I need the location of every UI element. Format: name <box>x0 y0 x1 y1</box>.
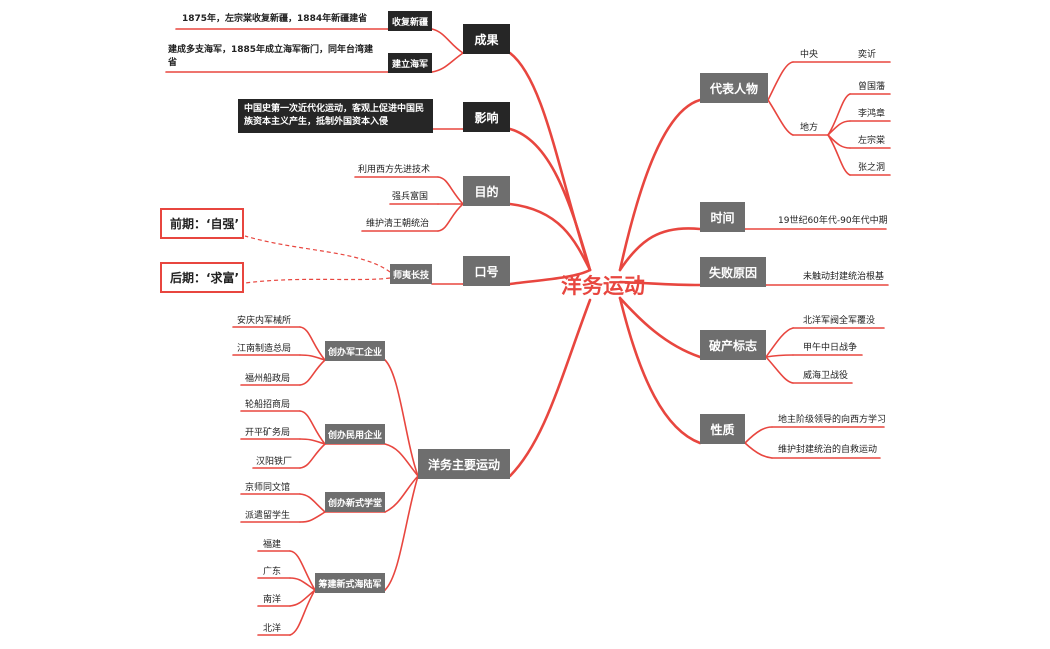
node-time[interactable]: 时间 <box>700 202 745 232</box>
leaf-nature-self-rescue[interactable]: 维护封建统治的自救运动 <box>778 444 878 455</box>
node-civilian-enterprises[interactable]: 创办民用企业 <box>325 424 385 444</box>
leaf-nanyang[interactable]: 南洋 <box>263 594 282 605</box>
leaf-local[interactable]: 地方 <box>800 122 819 133</box>
leaf-tongwen-guan[interactable]: 京师同文馆 <box>245 482 291 493</box>
node-representatives[interactable]: 代表人物 <box>700 73 768 103</box>
leaf-time-value[interactable]: 19世纪60年代-90年代中期 <box>778 215 888 226</box>
box-late-seek-wealth[interactable]: 后期：‘求富’ <box>160 262 244 293</box>
box-early-self-strengthening[interactable]: 前期：‘自强’ <box>160 208 244 239</box>
node-learn-from-west[interactable]: 师夷长技 <box>390 264 432 284</box>
note-navy[interactable]: 建成多支海军，1885年成立海军衙门，同年台湾建省 <box>168 44 374 68</box>
node-results[interactable]: 成果 <box>463 24 510 54</box>
node-nature[interactable]: 性质 <box>700 414 745 444</box>
node-failure-reason[interactable]: 失败原因 <box>700 257 766 287</box>
node-recover-xinjiang[interactable]: 收复新疆 <box>388 11 432 31</box>
note-xinjiang[interactable]: 1875年，左宗棠收复新疆，1884年新疆建省 <box>182 13 368 24</box>
leaf-central[interactable]: 中央 <box>800 49 819 60</box>
leaf-failure-reason-value[interactable]: 未触动封建统治根基 <box>803 271 885 282</box>
leaf-hanyang-ironworks[interactable]: 汉阳铁厂 <box>256 456 293 467</box>
leaf-kaiping-mines[interactable]: 开平矿务局 <box>245 427 291 438</box>
leaf-zeng-guofan[interactable]: 曾国藩 <box>858 81 886 92</box>
node-military-enterprises[interactable]: 创办军工企业 <box>325 341 385 361</box>
node-main-activities[interactable]: 洋务主要运动 <box>418 449 510 479</box>
leaf-beiyang[interactable]: 北洋 <box>263 623 282 634</box>
node-influence[interactable]: 影响 <box>463 102 510 132</box>
node-build-navy[interactable]: 建立海军 <box>388 53 432 73</box>
leaf-anqing-arsenal[interactable]: 安庆内军械所 <box>237 315 292 326</box>
leaf-steamship-company[interactable]: 轮船招商局 <box>245 399 291 410</box>
leaf-fujian[interactable]: 福建 <box>263 539 282 550</box>
leaf-beiyang-defeat[interactable]: 北洋军阀全军覆没 <box>803 315 876 326</box>
leaf-nature-learning[interactable]: 地主阶级领导的向西方学习 <box>778 414 887 425</box>
node-new-forces[interactable]: 筹建新式海陆军 <box>315 573 385 593</box>
leaf-weihaiwei-battle[interactable]: 威海卫战役 <box>803 370 849 381</box>
leaf-guangdong[interactable]: 广东 <box>263 566 282 577</box>
node-bankruptcy-marks[interactable]: 破产标志 <box>700 330 766 360</box>
leaf-strong-army[interactable]: 强兵富国 <box>392 191 429 202</box>
leaf-maintain-qing[interactable]: 维护清王朝统治 <box>366 218 430 229</box>
center-topic[interactable]: 洋务运动 <box>561 274 645 298</box>
leaf-fuzhou-shipyard[interactable]: 福州船政局 <box>245 373 291 384</box>
leaf-jiangnan-arsenal[interactable]: 江南制造总局 <box>237 343 292 354</box>
node-purpose[interactable]: 目的 <box>463 176 510 206</box>
leaf-zhang-zhidong[interactable]: 张之洞 <box>858 162 886 173</box>
leaf-study-abroad[interactable]: 派遣留学生 <box>245 510 291 521</box>
node-slogan[interactable]: 口号 <box>463 256 510 286</box>
leaf-sino-japanese-war[interactable]: 甲午中日战争 <box>803 342 858 353</box>
leaf-use-western-tech[interactable]: 利用西方先进技术 <box>358 164 431 175</box>
note-influence[interactable]: 中国史第一次近代化运动，客观上促进中国民族资本主义产生，抵制外国资本入侵 <box>238 99 433 133</box>
leaf-zuo-zongtang[interactable]: 左宗棠 <box>858 135 886 146</box>
node-new-schools[interactable]: 创办新式学堂 <box>325 492 385 512</box>
leaf-yixin[interactable]: 奕䜣 <box>858 49 877 60</box>
leaf-li-hongzhang[interactable]: 李鸿章 <box>858 108 886 119</box>
